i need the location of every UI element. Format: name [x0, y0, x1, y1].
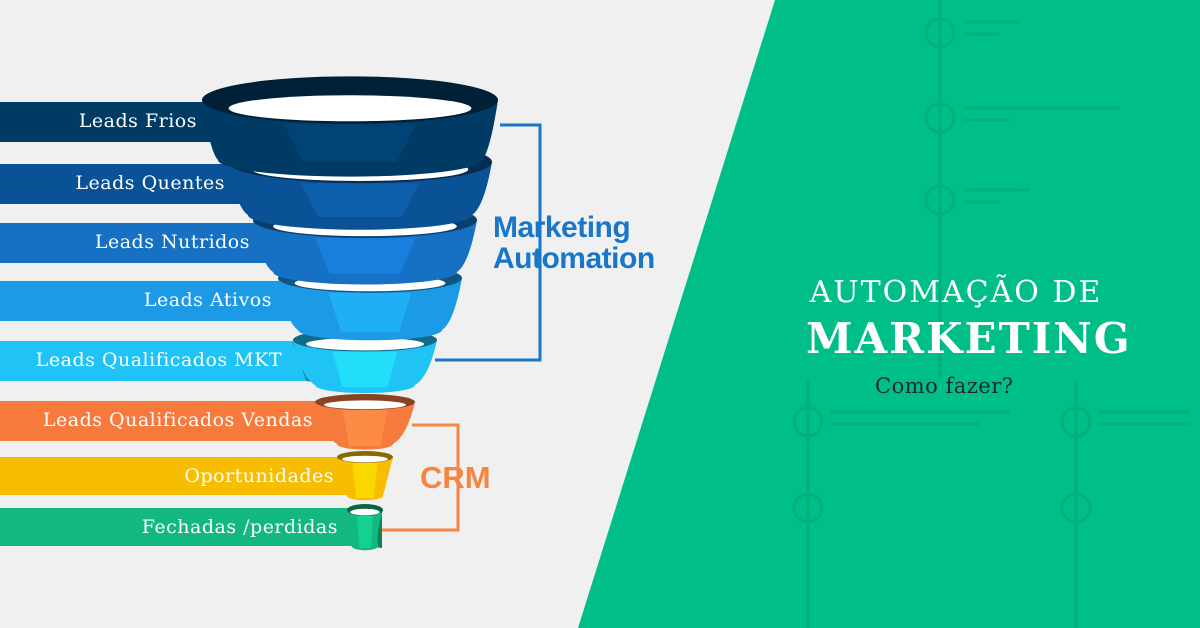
- green-diagonal-panel: [578, 0, 1200, 628]
- funnel-stage-highlight: [342, 410, 388, 446]
- funnel-stage-opening: [350, 508, 380, 516]
- stage-label: Leads Ativos: [143, 289, 272, 311]
- funnel-stage-highlight: [314, 237, 416, 274]
- marketing-automation-bracket: [435, 123, 542, 362]
- funnel-stage-highlight: [300, 183, 420, 217]
- stage-label: Leads Qualificados Vendas: [42, 409, 313, 431]
- stage-label: Leads Nutridos: [94, 231, 250, 253]
- funnel-stage-highlight: [356, 516, 374, 548]
- marketing-automation-label: Marketing Automation: [493, 212, 655, 274]
- crm-bracket: [382, 423, 460, 532]
- stage-ribbon: [0, 281, 296, 321]
- marketing-automation-line2: Automation: [493, 242, 655, 275]
- hero-subtitle: Como fazer?: [875, 374, 1014, 398]
- stage-ribbon: [0, 341, 306, 381]
- stage-label: Fechadas /perdidas: [141, 516, 338, 538]
- stage-ribbon: [0, 223, 276, 263]
- funnel-stage-highlight: [283, 123, 417, 162]
- stage-ribbon: [0, 457, 359, 495]
- funnel-stage-opening: [342, 455, 388, 463]
- funnel-stage-opening: [324, 400, 406, 410]
- marketing-automation-line1: Marketing: [493, 211, 631, 244]
- stage-ribbon: [0, 164, 264, 204]
- stage-ribbon: [0, 102, 229, 142]
- hero-title-line2: MARKETING: [806, 314, 1132, 363]
- funnel-stage-opening: [228, 95, 472, 122]
- stage-label: Leads Qualificados MKT: [35, 349, 282, 371]
- crm-label: CRM: [420, 460, 491, 495]
- funnel-stage-opening: [305, 337, 425, 351]
- stage-label: Leads Quentes: [75, 172, 225, 194]
- funnel-stage-highlight: [332, 351, 398, 387]
- workflow-watermark: [792, 0, 1190, 628]
- stage-ribbon: [0, 401, 334, 441]
- stage-label: Leads Frios: [78, 110, 197, 132]
- hero-title-line1: AUTOMAÇÃO DE: [809, 275, 1103, 310]
- funnel-stage-highlight: [328, 292, 412, 332]
- stage-label: Oportunidades: [184, 465, 334, 487]
- funnel-stage-highlight: [352, 463, 378, 498]
- stage-ribbon: [0, 508, 366, 546]
